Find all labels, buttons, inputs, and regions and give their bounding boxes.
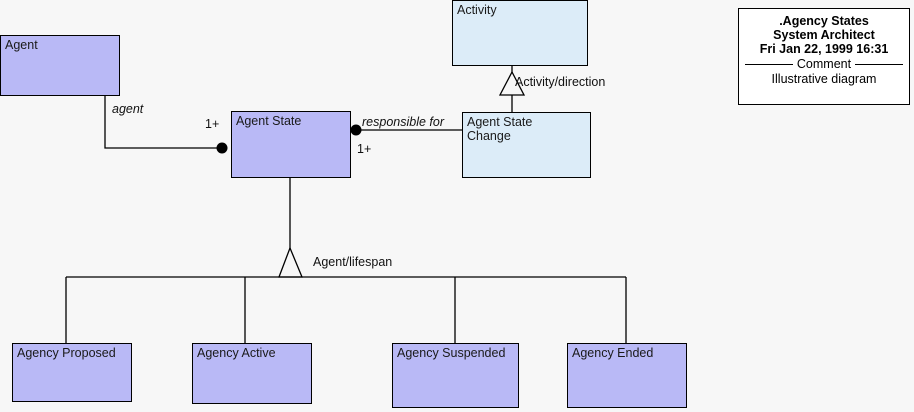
- edge-label-agent-lifespan: Agent/lifespan: [313, 255, 393, 269]
- title-line-timestamp: Fri Jan 22, 1999 16:31: [759, 42, 889, 56]
- title-block-separator: Comment: [739, 56, 909, 71]
- title-line-diagram-name: .Agency States: [779, 14, 869, 28]
- class-box-agent[interactable]: Agent: [0, 35, 120, 96]
- title-block-comment: Illustrative diagram: [771, 72, 877, 86]
- class-box-agent-state-change[interactable]: Agent State Change: [462, 112, 591, 178]
- edge-label-agent-role: agent: [112, 102, 144, 116]
- separator-label: Comment: [796, 57, 852, 71]
- class-box-agency-active[interactable]: Agency Active: [192, 343, 312, 404]
- edge-label-activity-direction: Activity/direction: [515, 75, 606, 89]
- edge-label-responsible-for: responsible for: [362, 115, 444, 129]
- edge-activity-generalization: [498, 66, 526, 112]
- class-box-agency-proposed[interactable]: Agency Proposed: [12, 343, 132, 402]
- multiplicity-agent-state: 1+: [205, 117, 220, 131]
- class-box-agency-ended[interactable]: Agency Ended: [567, 343, 687, 408]
- class-box-agency-suspended[interactable]: Agency Suspended: [392, 343, 519, 408]
- title-block: .Agency States System Architect Fri Jan …: [738, 8, 910, 105]
- aggregation-dot-change: [350, 124, 362, 136]
- separator-rule-left: [745, 63, 793, 65]
- class-box-activity[interactable]: Activity: [452, 0, 588, 66]
- class-box-agent-state[interactable]: Agent State: [231, 111, 351, 178]
- aggregation-dot-agent-state: [216, 142, 228, 154]
- separator-rule-right: [855, 63, 903, 65]
- title-block-heading: .Agency States System Architect Fri Jan …: [739, 9, 909, 56]
- title-line-tool-name: System Architect: [773, 28, 875, 42]
- multiplicity-responsible-for: 1+: [357, 142, 372, 156]
